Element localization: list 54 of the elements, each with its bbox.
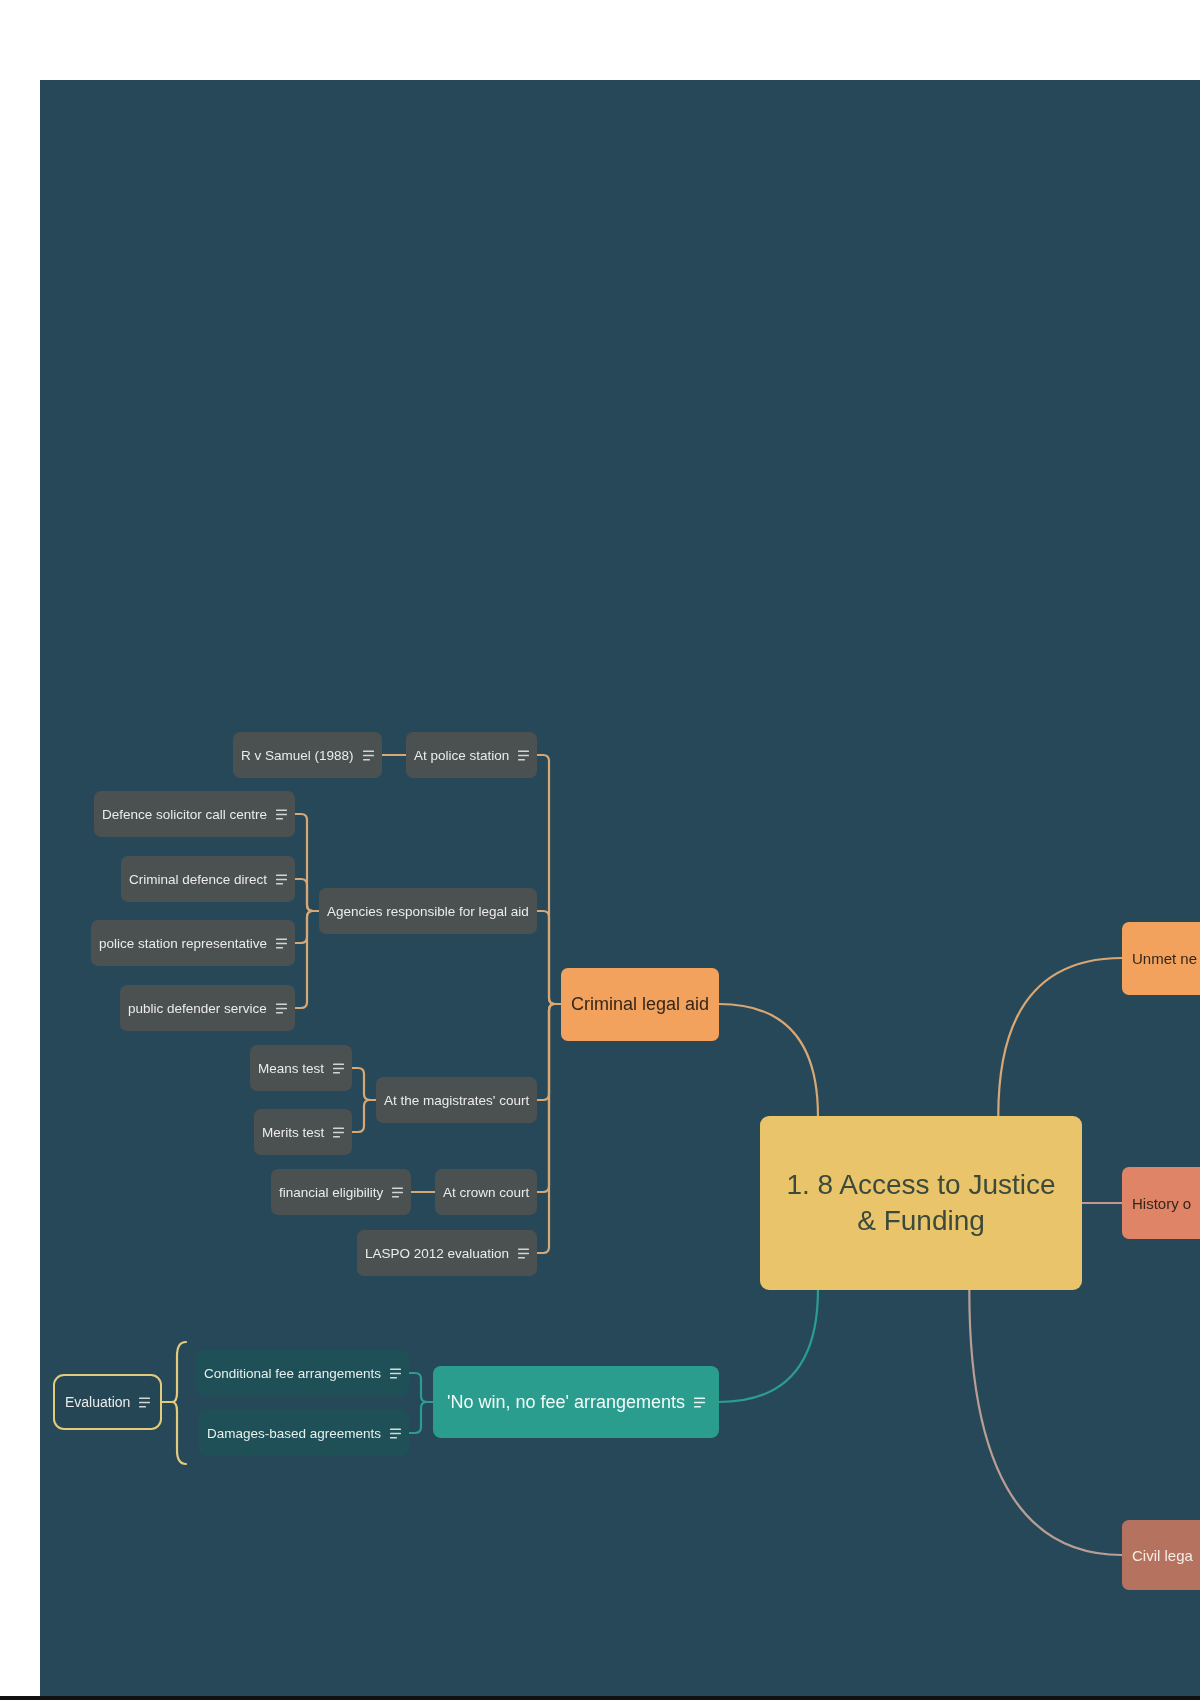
branch-topic-label: Unmet ne: [1132, 949, 1198, 967]
subtopic-box: [233, 732, 382, 778]
subtopic-label: Agencies responsible for legal aid: [327, 903, 529, 919]
summary-topic-label: Evaluation: [65, 1394, 131, 1410]
branch-topic-box: [1122, 1167, 1200, 1239]
subtopic-label: LASPO 2012 evaluation: [365, 1245, 510, 1261]
subtopic-box: [271, 1169, 412, 1215]
subtopic-label: public defender service: [128, 1000, 267, 1016]
central-topic-label: 1. 8 Access to Justice & Funding: [785, 1168, 1057, 1238]
branch-topic-label: 'No win, no fee' arrangements: [447, 1391, 685, 1413]
subtopic-label: police station representative: [99, 935, 268, 951]
branch-line: [717, 1288, 820, 1404]
branch-topic-label: Criminal legal aid: [571, 993, 710, 1015]
branch-topic-box: [561, 967, 720, 1041]
subtopic-box: [406, 732, 538, 778]
branch-line: [351, 1098, 378, 1134]
subtopic-label: Merits test: [262, 1124, 325, 1140]
branch-line: [380, 753, 408, 757]
subtopic-box: [319, 888, 537, 934]
subtopic-box: [196, 1350, 410, 1396]
subtopic-box: [120, 985, 295, 1031]
branch-topic-label: History o: [1132, 1194, 1192, 1212]
subtopic-box: [435, 1169, 538, 1215]
branch-topic-label: Civil lega: [1132, 1546, 1193, 1564]
subtopic-label: Damages-based agreements: [207, 1425, 382, 1441]
subtopic-label: financial eligibility: [279, 1184, 384, 1200]
subtopic-box: [94, 791, 296, 837]
subtopic-label: Criminal defence direct: [129, 871, 268, 887]
subtopic-box: [376, 1077, 538, 1123]
branch-topic-box: [1122, 921, 1200, 995]
subtopic-label: R v Samuel (1988): [241, 747, 354, 763]
subtopic-label: At the magistrates' court: [384, 1092, 530, 1108]
branch-line: [536, 1002, 563, 1255]
branch-topic-box: [433, 1366, 719, 1438]
central-topic-box: [760, 1116, 1082, 1290]
subtopic-box: [199, 1410, 410, 1456]
branch-line: [968, 1288, 1124, 1557]
branch-line: [997, 956, 1124, 1118]
branch-line: [408, 1400, 435, 1435]
subtopic-label: At crown court: [443, 1184, 530, 1200]
branch-line: [410, 1190, 437, 1194]
subtopic-label: Means test: [258, 1060, 325, 1076]
subtopic-box: [250, 1045, 353, 1091]
branch-topic-box: [1122, 1520, 1200, 1590]
subtopic-label: Conditional fee arrangements: [204, 1365, 382, 1381]
subtopic-box: [357, 1230, 538, 1276]
branch-line: [1080, 1201, 1124, 1205]
branch-line: [293, 909, 321, 1010]
subtopic-box: [254, 1109, 353, 1155]
subtopic-label: Defence solicitor call centre: [102, 806, 268, 822]
subtopic-box: [121, 856, 296, 902]
subtopic-box: [91, 920, 296, 966]
subtopic-label: At police station: [414, 747, 510, 763]
summary-topic-box: [53, 1374, 163, 1430]
